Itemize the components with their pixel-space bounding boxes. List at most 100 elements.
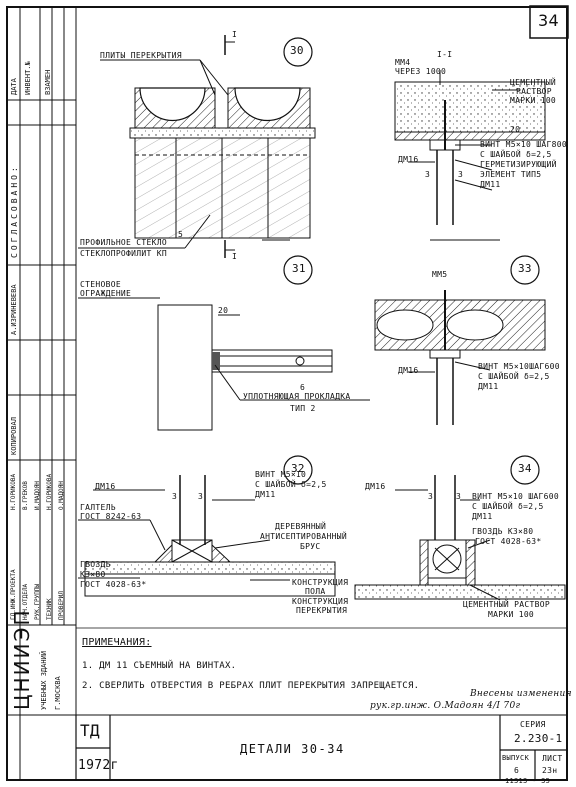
label-fillet: ГАЛТЕЛЬ — [80, 503, 116, 512]
detail-32-graphic — [78, 455, 336, 597]
label-dm11-34: ДМ11 — [472, 512, 493, 521]
label-sealing-gasket: УПЛОТНЯЮЩАЯ ПРОКЛАДКА — [243, 392, 351, 401]
section-dim-3a: 3 — [425, 170, 431, 179]
label-washer-34: С ШАЙБОЙ δ=2,5 — [472, 502, 544, 511]
label-washer-33: С ШАЙБОЙ δ=2,5 — [478, 372, 550, 381]
handwritten-note-2: рук.гр.инж. О.Мадоян 4/I 70г — [370, 701, 521, 711]
detail-30-dim: 5 — [178, 230, 184, 239]
footer-mark: 11313 - 35 — [505, 777, 551, 785]
detail-34-number: 34 — [518, 462, 532, 475]
title-block-title: ДЕТАЛИ 30-34 — [240, 742, 345, 756]
label-dm16-section: ДМ16 — [398, 155, 419, 164]
title-block-series-label: СЕРИЯ — [520, 720, 546, 729]
section-dim-3b: 3 — [458, 170, 464, 179]
section-1-1-graphic — [394, 70, 546, 241]
label-sealing: ГЕРМЕТИЗИРУЮЩИЙ — [480, 160, 557, 169]
detail-31-number: 31 — [292, 262, 306, 275]
section-dim-20: 20 — [510, 125, 521, 134]
detail-31-graphic — [78, 255, 370, 431]
sheet-number: 34 — [538, 11, 559, 30]
label-profile-glass: ПРОФИЛЬНОЕ СТЕКЛО — [80, 238, 167, 247]
detail-33-graphic — [374, 255, 546, 425]
label-grade-100: МАРКИ 100 — [510, 96, 557, 105]
drawing-sheet — [6, 6, 568, 781]
label-mm5: ММ5 — [432, 270, 448, 279]
strip-approved-label: СОГЛАСОВАНО: — [10, 164, 19, 258]
label-dm16-34: ДМ16 — [365, 482, 386, 491]
name-2: В.ГРЕКОВ — [22, 481, 29, 510]
detail-30-number: 30 — [290, 44, 304, 57]
label-beam: БРУС — [300, 542, 321, 551]
label-glass-profile-kp: СТЕКЛОПРОФИЛИТ КП — [80, 249, 167, 258]
label-washer: С ШАЙБОЙ δ=2,5 — [480, 150, 552, 159]
title-block-issue-label: ВЫПУСК — [502, 754, 530, 762]
detail-34-dim-b: 3 — [456, 492, 462, 501]
title-block-lines — [75, 715, 568, 781]
label-cement-mortar-34: ЦЕМЕНТНЫЙ РАСТВОР — [463, 600, 550, 609]
label-dm16-32: ДМ16 — [95, 482, 116, 491]
name-5: О.МАДОЯН — [58, 481, 65, 510]
label-washer-32: С ШАЙБОЙ δ=2,5 — [255, 480, 327, 489]
detail-31-dim-6: 6 — [300, 383, 306, 392]
detail-30-graphic — [78, 35, 316, 258]
name-4: Н.ГОРИКОВА — [46, 473, 53, 510]
detail-31-dim-20: 20 — [218, 306, 229, 315]
notes-title: ПРИМЕЧАНИЯ: — [82, 637, 152, 648]
note-2: 2. СВЕРЛИТЬ ОТВЕРСТИЯ В РЕБРАХ ПЛИТ ПЕРЕ… — [82, 681, 420, 691]
label-cement: ЦЕМЕНТНЫЙ — [510, 78, 557, 87]
strip-date-label: ДАТА — [10, 78, 18, 95]
label-type2: ТИП 2 — [290, 404, 316, 413]
detail-30-section-mark-top: I — [232, 30, 238, 39]
role-technician: ТЕХНИК — [46, 598, 53, 620]
handwritten-note-1: Внесены изменения — [470, 689, 572, 699]
title-block-sheet-label: ЛИСТ — [542, 754, 563, 763]
label-antiseptic: АНТИСЕПТИРОВАННЫЙ — [260, 532, 347, 541]
title-block-issue-value: 6 — [514, 766, 520, 775]
role-group-head: РУК.ГРУППЫ — [34, 583, 41, 620]
label-gost-34: ГОСТ 4028-63* — [475, 537, 542, 546]
label-screw-32: ВИНТ М5×10 — [255, 470, 307, 479]
label-wooden: ДЕРЕВЯННЫЙ — [275, 522, 327, 531]
label-gost-4028: ГОСТ 4028-63* — [80, 580, 147, 589]
label-dm11-section: ДМ11 — [480, 180, 501, 189]
label-nail: ГВОЗДЬ — [80, 560, 111, 569]
label-floor-slabs: ПЛИТЫ ПЕРЕКРЫТИЯ — [100, 51, 182, 60]
detail-32-dim-b: 3 — [198, 492, 204, 501]
strip-inventory-label: ИНВЕНТ.№ — [24, 61, 32, 95]
section-title: I-I — [437, 50, 453, 59]
label-mortar: РАСТВОР — [516, 87, 552, 96]
label-dm11-33: ДМ11 — [478, 382, 499, 391]
detail-33-number: 33 — [518, 262, 532, 275]
org-city: Г.МОСКВА — [54, 676, 62, 710]
title-block-series-code: ТД — [80, 721, 100, 740]
label-grade-100-34: МАРКИ 100 — [488, 610, 535, 619]
label-nail-34: ГВОЗДЬ К3×80 — [472, 527, 534, 536]
org-subtitle: УЧЕБНЫХ ЗДАНИЙ — [40, 650, 48, 710]
detail-34-graphic — [354, 455, 566, 601]
label-construction-floor: КОНСТРУКЦИЯ — [292, 578, 349, 587]
label-wall: СТЕНОВОЕ — [80, 280, 121, 289]
label-screw-34: ВИНТ М5×10 ШАГ600 — [472, 492, 559, 501]
name-3: И.МАДОЯН — [34, 481, 41, 510]
label-enclosure: ОГРАЖДЕНИЕ — [80, 289, 132, 298]
label-overlap: ПЕРЕКРЫТИЯ — [296, 606, 348, 615]
label-construction-slab: КОНСТРУКЦИЯ — [292, 597, 349, 606]
label-screw-step600: ВИНТ М5×10ШАГ600 — [478, 362, 560, 371]
left-strip-lines — [6, 6, 568, 781]
label-k3x80: К3×80 — [80, 570, 106, 579]
title-block-sheet-value: 23н — [542, 766, 558, 775]
org-name: ЦНИИЭП — [10, 608, 34, 711]
strip-copied-label: КОПИРОВАЛ — [10, 417, 18, 455]
role-checked: ПРОВЕРИЛ — [58, 591, 65, 620]
title-block-series-value: 2.230-1 — [514, 732, 563, 745]
name-1: Н.ГОРИКОВА — [10, 473, 17, 510]
strip-copier-name: А.ИЗРИНЕВЕВА — [10, 284, 18, 335]
label-element-type5: ЭЛЕМЕНТ ТИП5 — [480, 170, 542, 179]
label-screw-step800: ВИНТ М5×10 ШАГ800 — [480, 140, 567, 149]
note-1: 1. ДМ 11 СЪЕМНЫЙ НА ВИНТАХ. — [82, 661, 237, 671]
detail-30-section-mark-bottom: I — [232, 252, 238, 261]
detail-32-number: 32 — [291, 462, 305, 475]
title-block-year: 1972г — [78, 758, 119, 773]
label-floor: ПОЛА — [305, 587, 326, 596]
